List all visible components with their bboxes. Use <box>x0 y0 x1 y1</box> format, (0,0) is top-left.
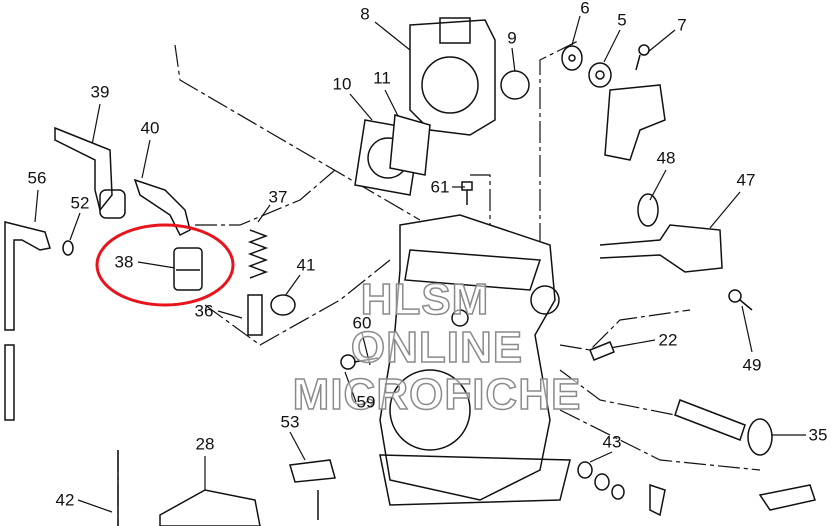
part-hose-56 <box>4 221 51 421</box>
part-washer-5 <box>588 62 612 88</box>
part-cap-9 <box>500 70 530 100</box>
part-fitting <box>649 483 816 517</box>
callout-52[interactable]: 52 <box>70 193 90 213</box>
watermark-line-1: HLSM <box>360 274 490 325</box>
callout-61[interactable]: 61 <box>430 177 450 197</box>
part-hose-40 <box>133 178 191 237</box>
callout-9[interactable]: 9 <box>507 28 517 48</box>
part-float-bowl-gasket-28 <box>159 489 261 526</box>
callout-11[interactable]: 11 <box>373 68 391 88</box>
callout-22[interactable]: 22 <box>658 330 678 350</box>
callout-40[interactable]: 40 <box>140 118 160 138</box>
part-oring-43 <box>577 461 625 500</box>
part-washer-6 <box>561 45 583 71</box>
callout-28[interactable]: 28 <box>195 434 215 454</box>
part-spring-37 <box>247 229 269 279</box>
part-screw-7 <box>635 44 650 71</box>
callout-48[interactable]: 48 <box>656 148 676 168</box>
callout-43[interactable]: 43 <box>602 432 622 452</box>
callout-7[interactable]: 7 <box>677 15 687 35</box>
highlight-circle-part-38 <box>95 223 235 307</box>
part-screw-22 <box>589 341 615 361</box>
callout-56[interactable]: 56 <box>27 168 47 188</box>
part-clip-52 <box>62 240 74 256</box>
callout-60[interactable]: 60 <box>352 313 372 333</box>
callout-36[interactable]: 36 <box>194 301 214 321</box>
part-plug-38 <box>173 247 203 291</box>
callout-6[interactable]: 6 <box>580 0 590 18</box>
part-plate-53 <box>289 459 336 520</box>
callout-5[interactable]: 5 <box>617 10 627 30</box>
part-screw-35 <box>674 399 773 456</box>
part-hose-39 <box>54 126 126 219</box>
callout-49[interactable]: 49 <box>742 355 762 375</box>
part-joint-11 <box>389 114 431 176</box>
part-bolt-61 <box>461 181 473 205</box>
part-screw-49 <box>728 289 753 311</box>
part-carburetor-body <box>379 214 571 506</box>
part-oring-48 <box>637 193 659 227</box>
callout-10[interactable]: 10 <box>332 74 352 94</box>
callout-39[interactable]: 39 <box>90 82 110 102</box>
callout-35[interactable]: 35 <box>808 425 828 445</box>
watermark-line-2: ONLINE <box>350 322 524 373</box>
leader-lines <box>34 15 806 526</box>
callout-8[interactable]: 8 <box>360 4 370 24</box>
callout-47[interactable]: 47 <box>736 170 756 190</box>
callout-42[interactable]: 42 <box>55 490 75 510</box>
callout-53[interactable]: 53 <box>280 412 300 432</box>
watermark-line-3: MICROFICHE <box>292 369 582 420</box>
part-cap-41 <box>270 294 296 316</box>
part-throttle-body-8 <box>409 17 496 136</box>
part-needle-36 <box>247 294 263 336</box>
callout-37[interactable]: 37 <box>268 187 288 207</box>
part-sensor-47 <box>599 224 723 273</box>
callout-59[interactable]: 59 <box>356 392 376 412</box>
callout-38[interactable]: 38 <box>114 252 134 272</box>
part-screw-60 <box>340 354 379 370</box>
callout-41[interactable]: 41 <box>296 255 316 275</box>
part-lever-bracket <box>604 84 666 161</box>
